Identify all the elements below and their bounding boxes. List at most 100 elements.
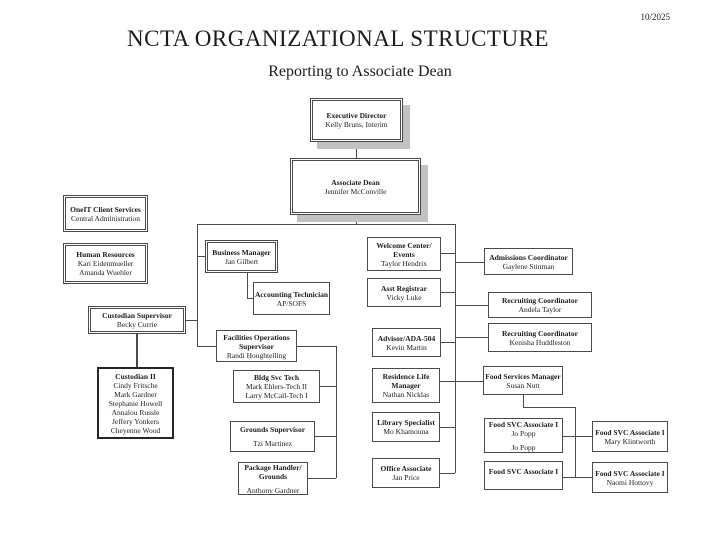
connector-line xyxy=(297,346,336,347)
connector-line xyxy=(455,224,456,473)
connector-line xyxy=(523,407,575,408)
node-custodian-supervisor: Custodian Supervisor Becky Currie xyxy=(88,306,186,334)
node-person: Gaylene Stinman xyxy=(502,261,555,271)
node-person: Anthony Gardner xyxy=(246,485,300,495)
connector-line xyxy=(247,273,248,299)
connector-line xyxy=(356,142,357,158)
node-executive-director: Executive Director Kelly Bruns, Interim xyxy=(310,98,403,142)
node-person: Jo Popp xyxy=(511,442,536,452)
node-oneit-client-services: OneIT Client Services Central Administra… xyxy=(63,195,148,232)
node-title: Recruiting Coordinator xyxy=(501,296,579,305)
connector-line xyxy=(563,436,592,437)
node-title: Events xyxy=(393,249,415,259)
connector-line xyxy=(247,298,253,299)
node-food-svc-associate-1: Food SVC Associate I Jo Popp Jo Popp xyxy=(484,418,563,453)
connector-line xyxy=(455,337,488,338)
node-title: Recruiting Coordinator xyxy=(501,328,579,338)
node-person: Amanda Wuehler xyxy=(79,268,132,277)
connector-line xyxy=(315,436,336,437)
node-food-svc-associate-mary: Food SVC Associate I Mary Klintworth xyxy=(592,421,668,452)
node-title: Advisor/ADA-504 xyxy=(377,333,436,343)
node-title: Food Services Manager xyxy=(485,371,561,381)
node-title: Residence Life xyxy=(382,372,430,381)
connector-line xyxy=(197,346,216,347)
node-person: Mo Khamouna xyxy=(383,427,429,436)
connector-line xyxy=(136,334,138,367)
node-title: Supervisor xyxy=(238,341,274,351)
node-package-handler-grounds: Package Handler/ Grounds Anthony Gardner xyxy=(238,462,308,495)
node-accounting-technician: Accounting Technician AP/SOFS xyxy=(253,282,330,315)
node-title: Manager xyxy=(391,381,421,390)
node-custodian-ii: Custodian II Cindy Fritsche Mark Gardner… xyxy=(97,367,174,439)
connector-line xyxy=(336,346,337,478)
node-library-specialist: Library Specialist Mo Khamouna xyxy=(372,412,440,442)
node-title: Grounds xyxy=(258,471,288,481)
connector-line xyxy=(320,386,336,387)
connector-line xyxy=(440,427,455,428)
connector-line xyxy=(441,253,455,254)
node-title: Facilities Operations xyxy=(223,332,290,342)
node-person: Larry McCall-Tech I xyxy=(245,391,308,400)
node-title: Executive Director xyxy=(326,111,387,120)
connector-line xyxy=(440,473,455,474)
node-person: Central Administration xyxy=(71,213,140,223)
node-person: Randi Houghtelling xyxy=(226,350,287,360)
node-person: AP/SOFS xyxy=(276,298,307,308)
node-title: Business Manager xyxy=(212,247,271,257)
node-title: Food SVC Associate I xyxy=(488,419,559,429)
connector-line xyxy=(440,381,483,382)
node-title: Associate Dean xyxy=(331,177,380,187)
node-asst-registrar: Asst Registrar Vicky Luke xyxy=(367,278,441,307)
node-person: Kelly Bruns, Interim xyxy=(325,120,388,129)
node-person: Vicky Luke xyxy=(386,292,422,302)
node-person: Kenisha Huddleston xyxy=(509,337,571,347)
connector-line xyxy=(441,292,455,293)
node-person: Mark Gardner xyxy=(114,389,157,399)
revision-date: 10/2025 xyxy=(640,12,670,22)
node-person: Jo Popp xyxy=(511,428,536,438)
node-person: Andela Taylor xyxy=(518,305,562,314)
node-admissions-coordinator: Admissions Coordinator Gaylene Stinman xyxy=(484,248,573,275)
node-business-manager: Business Manager Jan Gilbert xyxy=(205,240,278,273)
page-subtitle: Reporting to Associate Dean xyxy=(268,63,452,80)
node-title: Bldg Svc Tech xyxy=(253,373,299,382)
node-person: Stephanie Howell xyxy=(108,398,163,408)
node-person: Mary Klintworth xyxy=(604,436,656,446)
node-person: Nathan Nicklas xyxy=(382,390,430,399)
node-grounds-supervisor: Grounds Supervisor Tzi Martinez xyxy=(230,421,315,452)
node-person: Jan Price xyxy=(392,473,420,482)
node-person: Kevin Martin xyxy=(386,342,427,352)
node-person: Naomi Hottovy xyxy=(606,477,654,487)
connector-line xyxy=(186,320,197,321)
connector-line xyxy=(356,215,357,224)
node-person: Annalou Russle xyxy=(111,407,160,417)
node-title: OneIT Client Services xyxy=(70,204,141,214)
node-person: Cheyenne Wood xyxy=(110,425,161,435)
node-associate-dean: Associate Dean Jennifer McConville xyxy=(290,158,421,215)
node-title: Accounting Technician xyxy=(254,289,329,299)
node-title: Food SVC Associate I xyxy=(488,467,559,476)
node-food-svc-associate-naomi: Food SVC Associate I Naomi Hottovy xyxy=(592,462,668,493)
node-recruiting-coordinator-1: Recruiting Coordinator Andela Taylor xyxy=(488,292,592,318)
connector-line xyxy=(563,477,592,478)
node-residence-life-manager: Residence Life Manager Nathan Nicklas xyxy=(372,368,440,403)
node-person: Kari Eidenmueller xyxy=(77,259,134,268)
node-title: Custodian Supervisor xyxy=(102,311,172,320)
node-title: Food SVC Associate I xyxy=(595,468,665,478)
connector-line xyxy=(441,342,455,343)
node-office-associate: Office Associate Jan Price xyxy=(372,458,440,488)
node-title: Package Handler/ xyxy=(244,462,302,472)
node-advisor-ada-504: Advisor/ADA-504 Kevin Martin xyxy=(372,328,441,357)
node-person: Becky Currie xyxy=(116,320,158,329)
node-person: Taylor Hendrix xyxy=(381,258,427,268)
node-title: Welcome Center/ xyxy=(376,240,432,250)
node-food-services-manager: Food Services Manager Susan Nutt xyxy=(483,366,563,395)
connector-line xyxy=(308,478,336,479)
node-person: Jan Gilbert xyxy=(224,256,259,266)
node-bldg-svc-tech: Bldg Svc Tech Mark Ehlers-Tech II Larry … xyxy=(233,370,320,403)
node-title: Human Resources xyxy=(76,250,135,259)
node-title: Office Associate xyxy=(380,464,432,473)
node-person: Jeffery Yonkers xyxy=(112,416,159,426)
connector-line xyxy=(197,256,205,257)
